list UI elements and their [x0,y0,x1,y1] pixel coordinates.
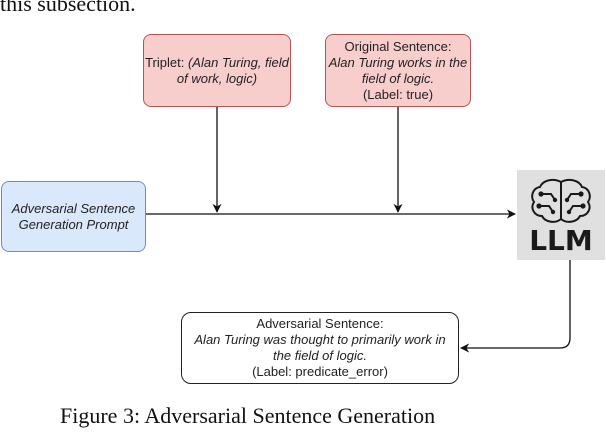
adversarial-sentence-text: Alan Turing was thought to primarily wor… [194,332,446,363]
brain-circuit-icon [531,178,591,223]
original-sentence-title: Original Sentence: [344,38,452,54]
figure-caption: Figure 3: Adversarial Sentence Generatio… [60,403,436,428]
triplet-value: (Alan Turing, field of work, logic) [176,54,289,86]
header-fragment: this subsection. [0,0,136,16]
triplet-box: Triplet: (Alan Turing, field of work, lo… [143,34,291,107]
adversarial-sentence-title: Adversarial Sentence: [256,316,384,331]
prompt-text: Adversarial Sentence Generation Prompt [11,200,136,232]
original-sentence-text: Alan Turing works in the field of logic. [328,54,468,86]
connector-layer [146,107,571,353]
triplet-label: Triplet: [145,54,185,70]
llm-label: LLM [529,224,593,257]
llm-to-output-arrow [460,260,571,353]
original-sentence-label: (Label: true) [362,86,434,102]
prompt-box: Adversarial Sentence Generation Prompt [1,181,146,252]
adversarial-sentence-label: (Label: predicate_error) [252,364,388,379]
llm-box: LLM [517,170,605,260]
adversarial-sentence-box: Adversarial Sentence: Alan Turing was th… [181,312,459,384]
original-sentence-box: Original Sentence: Alan Turing works in … [325,34,471,107]
